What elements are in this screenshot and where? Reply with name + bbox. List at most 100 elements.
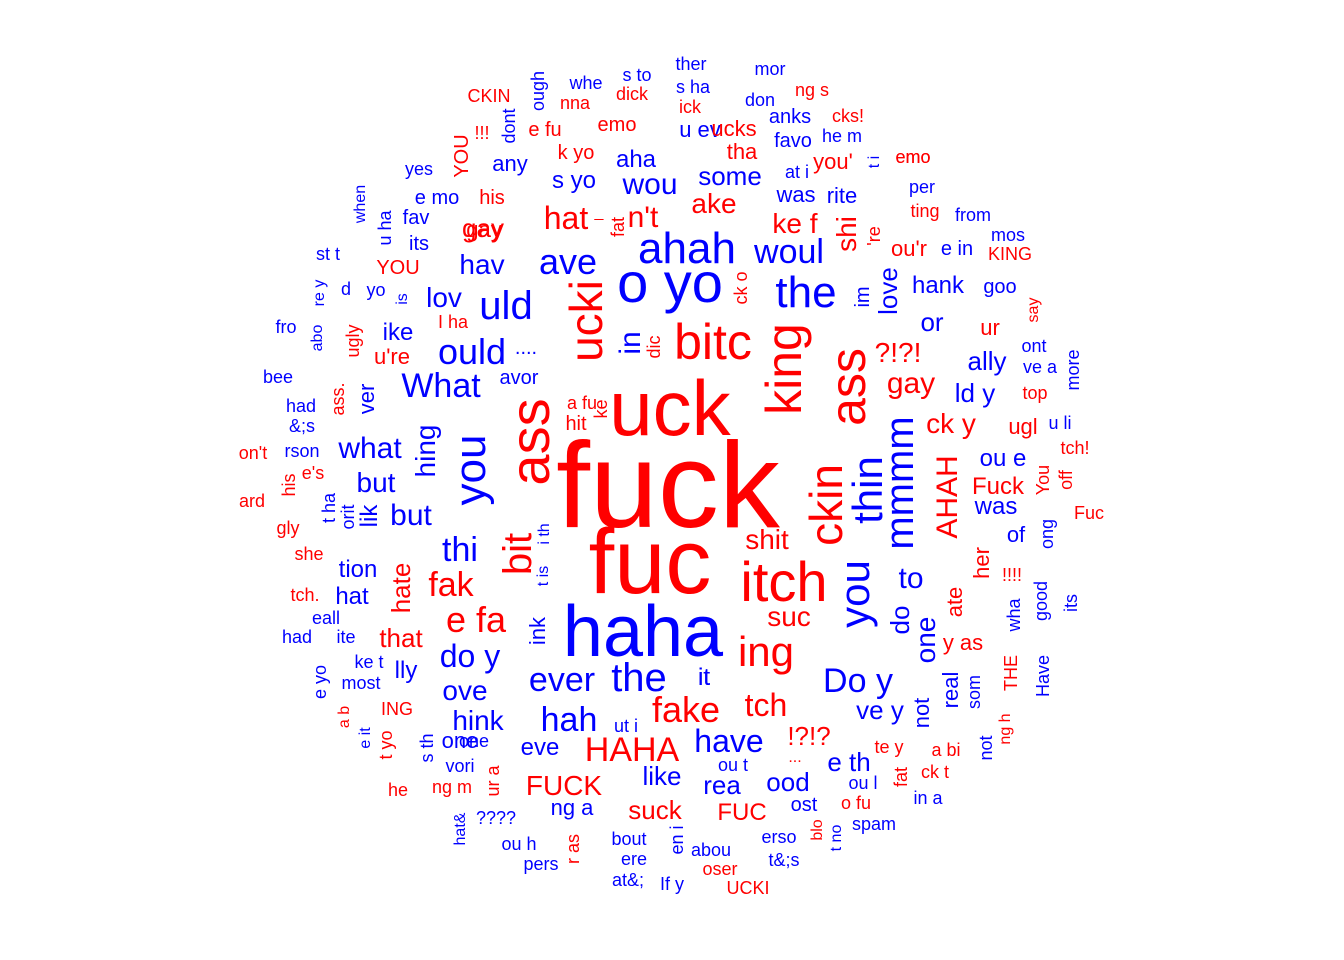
cloud-word: to <box>898 562 924 595</box>
cloud-word: fro <box>275 317 297 337</box>
cloud-word: bout <box>611 829 647 849</box>
cloud-word: had <box>281 627 313 647</box>
cloud-word: rea <box>703 770 741 800</box>
cloud-word: st t <box>315 244 341 264</box>
cloud-word: at i <box>784 162 810 182</box>
cloud-word: ake <box>691 188 737 219</box>
cloud-word: ate <box>942 586 967 618</box>
cloud-word: yo <box>366 280 386 300</box>
cloud-word: d <box>340 279 352 299</box>
cloud-word: ally <box>967 346 1007 376</box>
cloud-word: a bi <box>931 740 961 760</box>
cloud-word: off <box>1056 470 1076 490</box>
cloud-word: CKIN <box>467 86 511 106</box>
cloud-word: ING <box>380 699 414 719</box>
cloud-word: ke t <box>354 652 384 672</box>
cloud-word: tch! <box>1060 438 1090 458</box>
cloud-word: good <box>1031 580 1051 622</box>
cloud-word: the <box>775 268 837 317</box>
cloud-word: emo <box>895 147 931 167</box>
cloud-word: Have <box>1033 654 1053 698</box>
cloud-word: oser <box>702 859 738 879</box>
cloud-word: ucks <box>711 116 757 141</box>
cloud-word: hav <box>459 249 505 280</box>
cloud-word: ng s <box>794 80 830 100</box>
cloud-word: ng m <box>431 777 473 797</box>
cloud-word: fat <box>891 766 911 788</box>
cloud-word: !!! <box>474 123 490 143</box>
cloud-word: r as <box>563 833 583 865</box>
cloud-word: gay <box>886 367 936 400</box>
cloud-word: e's <box>301 463 325 483</box>
cloud-word: dick <box>615 84 649 104</box>
cloud-word: ink <box>525 616 550 646</box>
cloud-word: s yo <box>551 167 597 194</box>
cloud-word: was <box>776 182 816 207</box>
cloud-word: som <box>964 674 984 710</box>
cloud-word: wha <box>1004 598 1024 632</box>
cloud-word: !?!? <box>787 721 831 751</box>
cloud-word: mor <box>754 59 786 79</box>
cloud-word: eve <box>520 734 560 761</box>
cloud-word: hat& <box>452 812 469 846</box>
cloud-word: per <box>908 177 936 197</box>
cloud-word: e it <box>357 727 374 749</box>
cloud-word: ou'r <box>891 236 927 261</box>
cloud-word: ere <box>620 849 648 869</box>
cloud-word: gay <box>462 213 504 243</box>
cloud-word: ould <box>437 331 507 372</box>
cloud-word: suc <box>767 601 811 632</box>
cloud-word: ucki <box>560 280 612 362</box>
cloud-word: aha <box>615 146 657 173</box>
cloud-word: AHAH <box>931 455 964 539</box>
cloud-word: ou h <box>501 834 537 854</box>
cloud-word: ur a <box>483 765 503 797</box>
cloud-word: .... <box>514 337 538 359</box>
cloud-word: I ha <box>437 312 469 332</box>
cloud-word: you <box>446 434 495 506</box>
cloud-word: fuck <box>556 417 780 553</box>
cloud-word: o yo <box>617 251 723 314</box>
cloud-word: wou <box>622 168 678 201</box>
cloud-word: ut i <box>613 716 639 736</box>
cloud-word: bit <box>496 532 540 576</box>
cloud-word: a b <box>336 705 353 729</box>
cloud-word: !!!! <box>1001 565 1023 585</box>
cloud-word: suck <box>628 795 682 825</box>
cloud-word: ough <box>528 70 548 112</box>
cloud-word: its <box>1061 594 1081 612</box>
cloud-word: u ev <box>679 117 721 142</box>
cloud-word: tch <box>744 687 788 723</box>
cloud-word: ve a <box>1022 357 1058 377</box>
cloud-word: on't <box>238 443 268 463</box>
cloud-word: ng a <box>550 795 594 820</box>
cloud-word: gay <box>466 217 502 242</box>
cloud-word: Fuck <box>971 473 1025 500</box>
cloud-word: but <box>356 467 396 498</box>
cloud-word: s th <box>417 733 437 763</box>
cloud-word: she <box>294 544 324 564</box>
cloud-word: FUC <box>717 799 767 826</box>
cloud-word: ever <box>528 661 596 699</box>
cloud-word: one <box>910 616 941 664</box>
cloud-word: shi <box>831 216 862 252</box>
cloud-word: Fuc <box>1073 503 1105 523</box>
cloud-word: fav <box>402 207 430 229</box>
cloud-word: don <box>744 90 776 110</box>
cloud-word: KING <box>987 244 1033 264</box>
cloud-word: ood <box>766 767 810 797</box>
cloud-word: haha <box>562 592 724 672</box>
cloud-word: ld y <box>954 378 996 408</box>
cloud-word: not <box>976 735 996 761</box>
cloud-word: ou e <box>979 445 1027 472</box>
cloud-word: ther <box>675 54 707 74</box>
cloud-word: _ <box>594 204 604 221</box>
cloud-word: t no <box>828 824 845 852</box>
cloud-word: en i <box>667 825 687 855</box>
cloud-word: it <box>698 664 710 691</box>
cloud-word: &;s <box>288 416 316 436</box>
cloud-word: e yo <box>310 664 330 700</box>
cloud-word: the <box>611 656 667 700</box>
cloud-word: k yo <box>557 142 595 164</box>
cloud-word: ite <box>336 627 356 647</box>
